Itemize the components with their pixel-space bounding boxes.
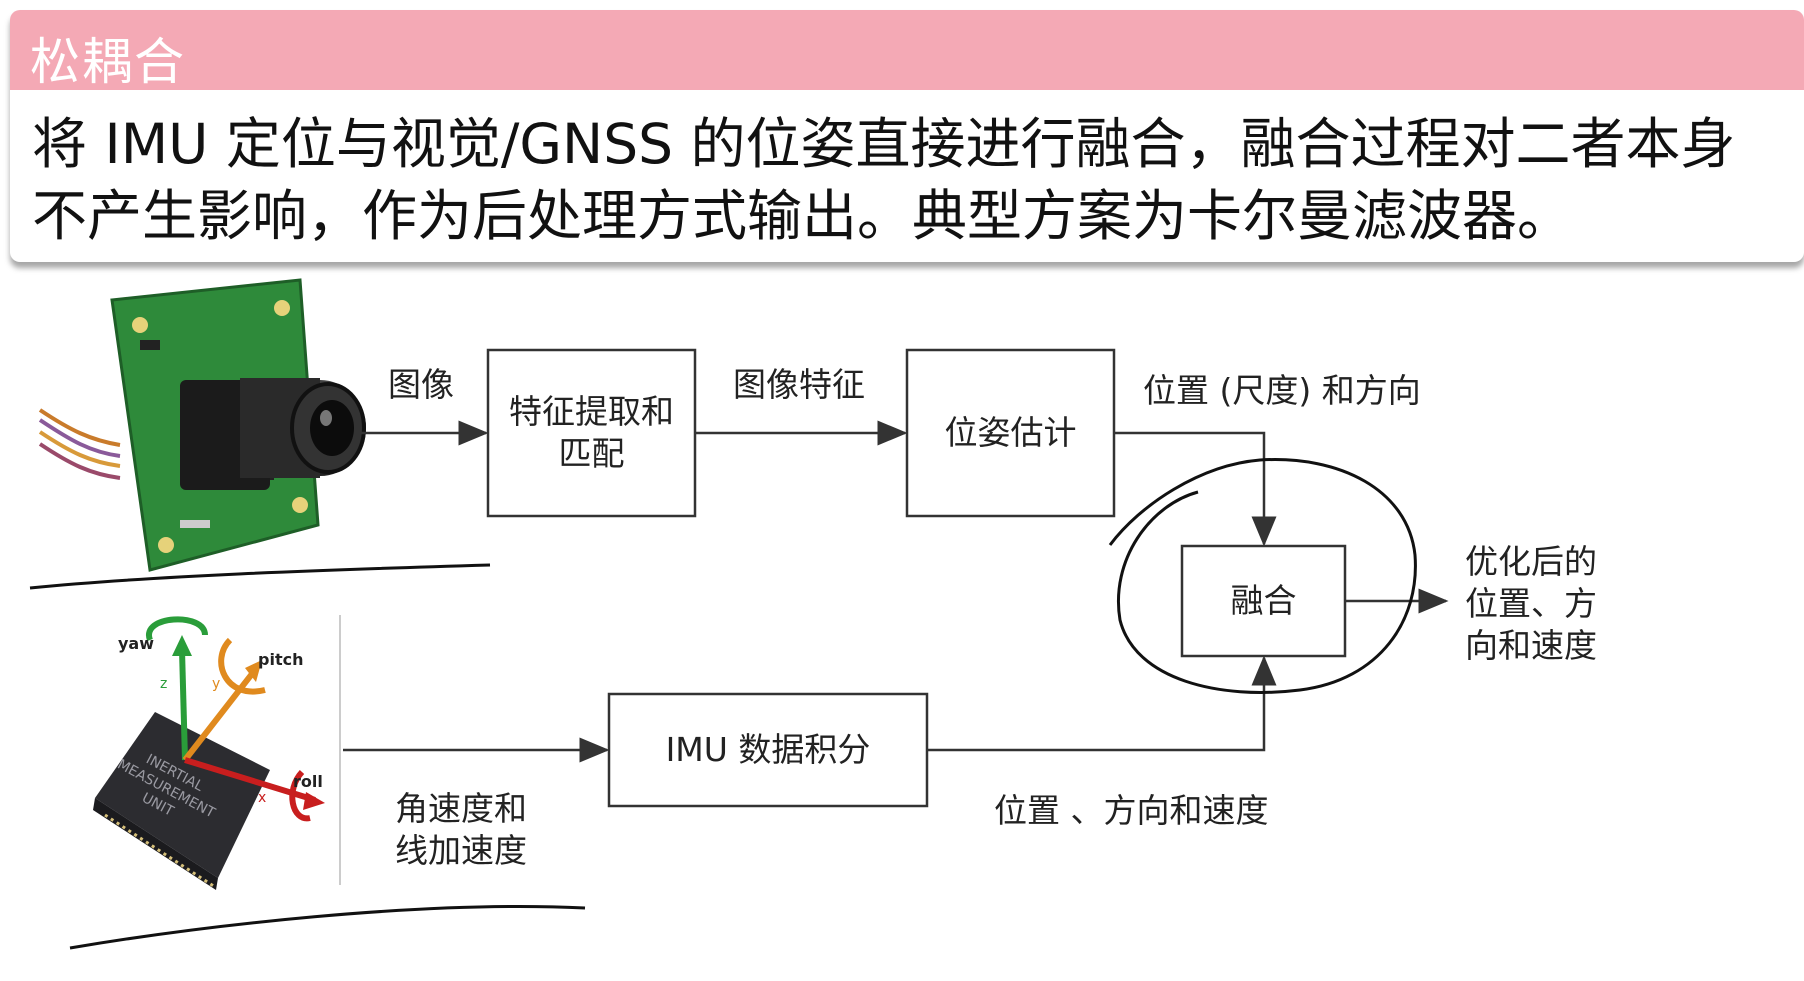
- y-axis-label: y: [212, 676, 221, 692]
- slide-title: 松耦合: [30, 33, 186, 91]
- x-axis-label: x: [258, 790, 267, 806]
- z-axis-label: z: [160, 676, 168, 692]
- slide-description: 将 IMU 定位与视觉/GNSS 的位姿直接进行融合，融合过程对二者本身不产生影…: [32, 112, 1736, 248]
- camera-module-image: [38, 278, 366, 572]
- feature-extraction-box: [486, 348, 697, 518]
- roll-label: roll: [293, 772, 323, 791]
- arrow-imu-to-fusion: [927, 655, 1277, 752]
- feature-extraction-text: 特征提取和 匹配: [509, 392, 674, 473]
- label-position-scale-orientation: 位置 (尺度) 和方向: [1143, 371, 1421, 410]
- pose-estimation-text: 位姿估计: [944, 413, 1077, 452]
- imu-chip-image: [93, 616, 325, 890]
- label-position-orientation-velocity: 位置 、方向和速度: [994, 791, 1269, 830]
- card-header: [10, 10, 1804, 90]
- imu-underline: [69, 905, 586, 950]
- fusion-text: 融合: [1230, 581, 1297, 620]
- label-image: 图像: [388, 365, 454, 404]
- label-optimized-output: 优化后的 位置、方 向和速度: [1465, 542, 1597, 665]
- pitch-label: pitch: [258, 650, 304, 669]
- pose-estimation-box: [905, 348, 1116, 518]
- label-angular-linear-velocity: 角速度和 线加速度: [395, 789, 527, 870]
- arrow-pose-to-fusion: [1114, 431, 1277, 547]
- yaw-label: yaw: [118, 634, 155, 653]
- fusion-highlight-circle: [1108, 458, 1417, 694]
- label-image-features: 图像特征: [733, 365, 865, 404]
- camera-underline: [29, 563, 491, 590]
- imu-integration-text: IMU 数据积分: [665, 730, 871, 769]
